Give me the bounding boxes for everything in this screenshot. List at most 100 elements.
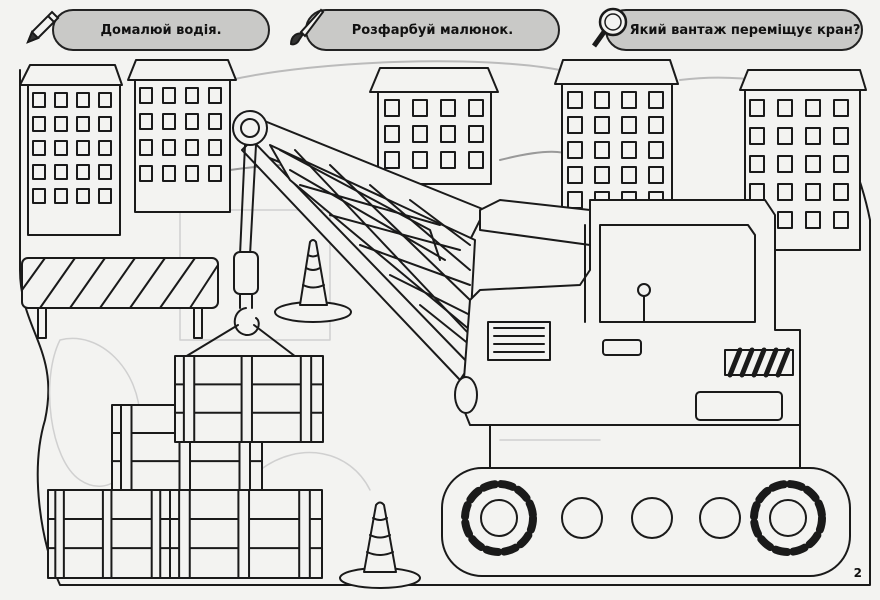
window bbox=[621, 116, 637, 134]
window bbox=[805, 183, 821, 201]
window bbox=[54, 140, 68, 156]
window bbox=[777, 155, 793, 173]
window bbox=[32, 188, 46, 204]
window bbox=[54, 116, 68, 132]
window bbox=[749, 127, 765, 145]
window bbox=[648, 116, 664, 134]
horizon-line bbox=[229, 60, 801, 89]
window bbox=[594, 141, 610, 159]
window bbox=[162, 165, 176, 182]
crane-body bbox=[454, 199, 801, 471]
window bbox=[76, 116, 90, 132]
window bbox=[32, 164, 46, 180]
window bbox=[76, 140, 90, 156]
window bbox=[621, 166, 637, 184]
building-1 bbox=[19, 64, 123, 236]
window bbox=[384, 99, 400, 117]
window bbox=[139, 87, 153, 104]
window bbox=[594, 116, 610, 134]
window bbox=[98, 92, 112, 108]
window bbox=[440, 125, 456, 143]
window bbox=[139, 139, 153, 156]
task-draw-driver: Домалюй водія. bbox=[52, 9, 270, 51]
window bbox=[749, 99, 765, 117]
task-crane-cargo: Який вантаж переміщує кран? bbox=[605, 9, 863, 51]
window bbox=[76, 188, 90, 204]
window bbox=[98, 188, 112, 204]
window bbox=[76, 92, 90, 108]
window bbox=[185, 113, 199, 130]
window bbox=[648, 141, 664, 159]
task-draw-driver-label: Домалюй водія. bbox=[100, 22, 222, 38]
window bbox=[412, 151, 428, 169]
window bbox=[185, 139, 199, 156]
page-number: 2 bbox=[853, 566, 862, 580]
window bbox=[567, 141, 583, 159]
window bbox=[833, 99, 849, 117]
window bbox=[185, 165, 199, 182]
window bbox=[32, 92, 46, 108]
window bbox=[621, 91, 637, 109]
window bbox=[139, 165, 153, 182]
window bbox=[54, 92, 68, 108]
window bbox=[777, 127, 793, 145]
window bbox=[162, 113, 176, 130]
pencil-icon bbox=[26, 10, 60, 44]
window bbox=[208, 87, 222, 104]
window bbox=[594, 166, 610, 184]
crate bbox=[47, 489, 171, 579]
crane-hook bbox=[179, 251, 301, 361]
window bbox=[805, 127, 821, 145]
window bbox=[384, 125, 400, 143]
window bbox=[98, 116, 112, 132]
window bbox=[567, 91, 583, 109]
window bbox=[805, 99, 821, 117]
cargo-crates bbox=[47, 355, 324, 579]
window bbox=[162, 87, 176, 104]
building-2 bbox=[127, 59, 237, 213]
task-color-picture: Розфарбуй малюнок. bbox=[305, 9, 560, 51]
window bbox=[468, 125, 484, 143]
traffic-cone-upper bbox=[274, 239, 352, 323]
building-windows bbox=[32, 87, 849, 229]
crate bbox=[174, 355, 324, 443]
window bbox=[468, 99, 484, 117]
window bbox=[833, 211, 849, 229]
window bbox=[76, 164, 90, 180]
window bbox=[412, 99, 428, 117]
window bbox=[208, 113, 222, 130]
window bbox=[833, 127, 849, 145]
window bbox=[805, 211, 821, 229]
window bbox=[185, 87, 199, 104]
window bbox=[777, 99, 793, 117]
task-crane-cargo-label: Який вантаж переміщує кран? bbox=[629, 22, 861, 38]
window bbox=[594, 91, 610, 109]
window bbox=[208, 165, 222, 182]
window bbox=[777, 211, 793, 229]
window bbox=[32, 140, 46, 156]
window bbox=[621, 141, 637, 159]
window bbox=[54, 188, 68, 204]
road-barrier bbox=[21, 257, 219, 339]
window bbox=[648, 91, 664, 109]
traffic-cone-lower bbox=[339, 501, 421, 589]
magnifier-icon bbox=[591, 7, 628, 48]
crane-boom bbox=[241, 119, 486, 381]
window bbox=[32, 116, 46, 132]
window bbox=[567, 166, 583, 184]
window bbox=[162, 139, 176, 156]
paintbrush-icon bbox=[289, 8, 325, 46]
window bbox=[139, 113, 153, 130]
crate bbox=[169, 489, 323, 579]
window bbox=[440, 99, 456, 117]
window bbox=[805, 155, 821, 173]
building-4 bbox=[554, 59, 679, 220]
window bbox=[54, 164, 68, 180]
task-color-picture-label: Розфарбуй малюнок. bbox=[351, 22, 514, 38]
window bbox=[440, 151, 456, 169]
window bbox=[384, 151, 400, 169]
window bbox=[468, 151, 484, 169]
crane-tracks bbox=[441, 467, 851, 577]
window bbox=[749, 155, 765, 173]
